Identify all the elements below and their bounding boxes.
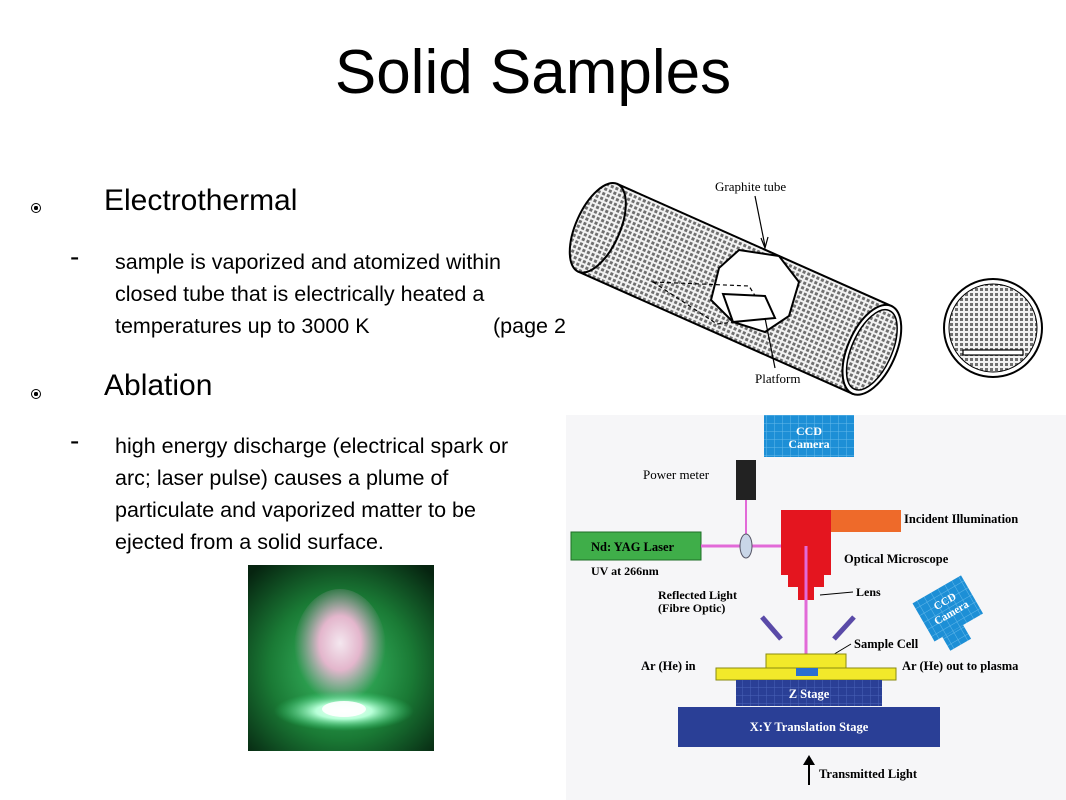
label-laser: Nd: YAG Laser: [591, 540, 675, 554]
electrothermal-line-1: sample is vaporized and atomized within: [115, 250, 502, 274]
label-ar-in: Ar (He) in: [641, 659, 696, 673]
label-optical-microscope: Optical Microscope: [844, 552, 949, 566]
ablation-line-1: high energy discharge (electrical spark …: [115, 434, 509, 458]
nd-yag-laser: [570, 531, 702, 561]
bullet-icon: [31, 389, 41, 399]
ablation-plume-photo: [248, 565, 434, 751]
label-graphite-tube: Graphite tube: [715, 179, 786, 194]
laser-ablation-diagram: CCD Camera Power meter Incident Illumina…: [566, 415, 1066, 800]
ccd-camera-side: CCD Camera: [912, 575, 984, 651]
fibre-optic-left: [760, 615, 783, 641]
ablation-line-2: arc; laser pulse) causes a plume of: [115, 466, 449, 490]
power-meter-block: [736, 460, 756, 500]
sample: [796, 668, 818, 676]
heading-ablation: Ablation: [104, 369, 213, 402]
ablation-line-4: ejected from a solid surface.: [115, 530, 384, 554]
electrothermal-page-ref: (page 2: [493, 314, 566, 338]
label-power-meter: Power meter: [643, 467, 710, 482]
beam-splitter-lens: [739, 533, 753, 559]
label-z-stage: Z Stage: [789, 687, 830, 701]
label-reflected-light-1: Reflected Light: [658, 588, 737, 602]
label-lens: Lens: [856, 585, 881, 599]
graphite-tube-figure: Graphite tube Platform: [568, 179, 1043, 396]
dash-bullet-icon: -: [70, 425, 80, 456]
label-sample-cell: Sample Cell: [854, 637, 919, 651]
bullet-icon: [31, 203, 41, 213]
xy-translation-stage: [678, 707, 940, 747]
incident-illumination-block: [831, 510, 901, 532]
label-uv: UV at 266nm: [591, 564, 659, 578]
label-reflected-light-2: (Fibre Optic): [658, 601, 725, 615]
label-platform: Platform: [755, 371, 801, 386]
ccd-camera-top-label-2: Camera: [788, 437, 829, 451]
electrothermal-line-3: temperatures up to 3000 K: [115, 314, 370, 338]
ccd-camera-top-label-1: CCD: [796, 424, 822, 438]
label-ar-out: Ar (He) out to plasma: [902, 659, 1019, 673]
ablation-line-3: particulate and vaporized matter to be: [115, 498, 476, 522]
heading-electrothermal: Electrothermal: [104, 184, 298, 217]
z-stage: [736, 680, 882, 706]
sample-cell-top: [765, 653, 847, 669]
label-transmitted-light: Transmitted Light: [819, 767, 918, 781]
ccd-camera-top: [764, 415, 854, 457]
label-xy-stage: X:Y Translation Stage: [750, 720, 869, 734]
fibre-optic-right: [832, 615, 856, 641]
label-incident-illumination: Incident Illumination: [904, 512, 1018, 526]
slide-title: Solid Samples: [334, 38, 732, 107]
electrothermal-line-2: closed tube that is electrically heated …: [115, 282, 485, 306]
dash-bullet-icon: -: [70, 241, 80, 272]
